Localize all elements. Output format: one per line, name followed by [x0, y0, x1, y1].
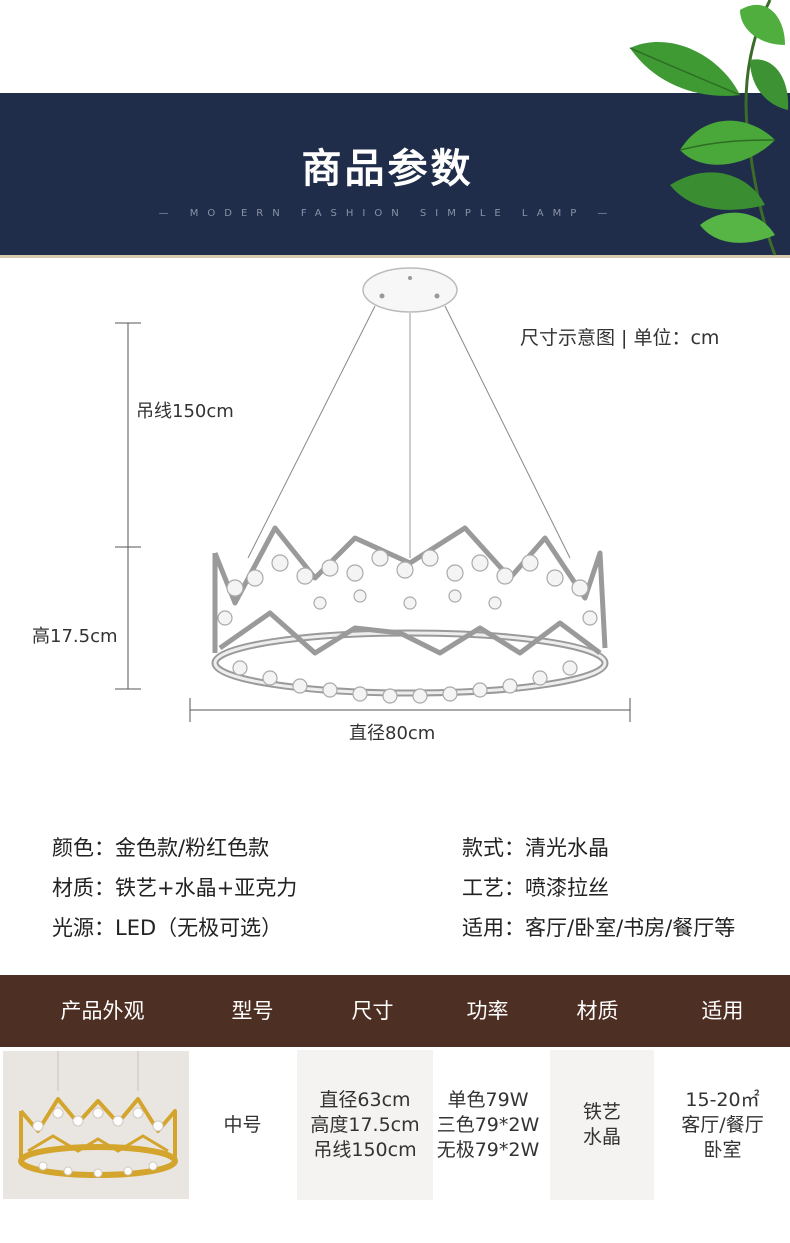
page-title: 商品参数	[301, 146, 474, 192]
header-appearance: 产品外观	[60, 999, 145, 1023]
ceiling-canopy	[362, 267, 458, 313]
table-header: 产品外观 型号 尺寸 功率 材质 适用	[0, 975, 790, 1047]
crown-chandelier-illustration	[211, 525, 609, 704]
height-label: 高17.5cm	[32, 626, 118, 647]
cell-usage: 15-20㎡ 客厅/餐厅 卧室	[681, 1088, 764, 1161]
header-banner	[0, 93, 790, 255]
spec-material: 材质：铁艺+水晶+亚克力	[52, 876, 298, 900]
gold-crown-lamp-icon	[18, 1051, 178, 1178]
header-model: 型号	[231, 999, 274, 1023]
cell-model: 中号	[223, 1113, 262, 1136]
size-diagram	[115, 267, 631, 722]
spec-light-source: 光源：LED（无极可选）	[52, 916, 283, 940]
header-material: 材质	[576, 999, 619, 1023]
cell-size: 直径63cm 高度17.5cm 吊线150cm	[297, 1050, 433, 1200]
suspension-cable	[247, 305, 376, 559]
cell-power: 单色79W 三色79*2W 无极79*2W	[436, 1088, 540, 1161]
spec-color: 颜色：金色款/粉红色款	[52, 836, 270, 860]
banner-divider	[0, 255, 790, 258]
spec-craft: 工艺：喷漆拉丝	[462, 876, 609, 900]
leaf-decoration-icon	[629, 0, 789, 256]
header-power: 功率	[466, 999, 509, 1023]
page-subtitle: — MODERN FASHION SIMPLE LAMP —	[158, 208, 617, 219]
spec-usage: 适用：客厅/卧室/书房/餐厅等	[462, 916, 736, 940]
cable-length-label: 吊线150cm	[136, 401, 234, 422]
diagram-caption: 尺寸示意图 | 单位：cm	[520, 327, 720, 349]
cell-material: 铁艺 水晶	[550, 1050, 654, 1200]
header-usage: 适用	[701, 999, 744, 1023]
diameter-label: 直径80cm	[349, 723, 436, 744]
spec-style: 款式：清光水晶	[462, 836, 609, 860]
product-thumbnail	[3, 1051, 189, 1199]
suspension-cable	[444, 305, 571, 559]
header-size: 尺寸	[351, 999, 394, 1023]
